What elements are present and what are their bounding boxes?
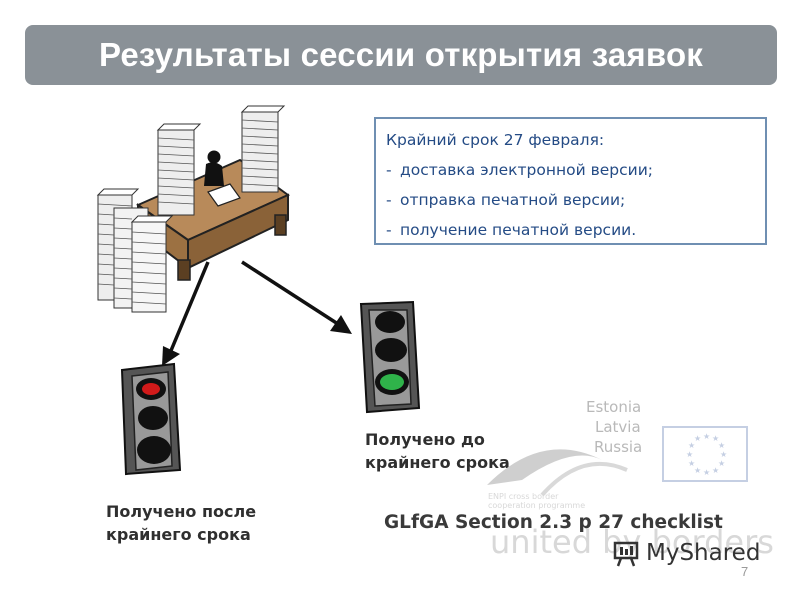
- svg-text:★: ★: [718, 459, 725, 468]
- deadline-item: -доставка электронной версии;: [386, 161, 653, 179]
- desk-with-paper-stacks-icon: [96, 105, 290, 313]
- logo-country: Latvia: [595, 418, 641, 436]
- myshared-logo-icon: [613, 541, 639, 567]
- deadline-box: Крайний срок 27 февраля: -доставка элект…: [374, 117, 767, 245]
- program-logo-swoosh-icon: [487, 449, 628, 497]
- caption-received-before-deadline: Получено до крайнего срока: [365, 430, 510, 472]
- svg-text:★: ★: [694, 466, 701, 475]
- myshared-text: MyShared: [646, 540, 761, 566]
- traffic-light-red-icon: [120, 362, 182, 476]
- logo-country: Russia: [594, 438, 643, 456]
- slide-title: Результаты сессии открытия заявок: [98, 36, 704, 73]
- deadline-item: -отправка печатной версии;: [386, 191, 626, 209]
- svg-text:★: ★: [703, 468, 710, 477]
- traffic-light-green-icon: [359, 300, 421, 414]
- page-number: 7: [741, 564, 749, 579]
- svg-text:★: ★: [688, 459, 695, 468]
- checklist-note: GLfGA Section 2.3 p 27 checklist: [384, 512, 723, 533]
- svg-text:★: ★: [720, 450, 727, 459]
- deadline-heading: Крайний срок 27 февраля:: [386, 131, 605, 149]
- arrow-to-green-light: [241, 260, 352, 334]
- svg-text:★: ★: [703, 432, 710, 441]
- svg-text:★: ★: [694, 434, 701, 443]
- logo-country: Estonia: [586, 398, 642, 416]
- svg-text:★: ★: [718, 441, 725, 450]
- eu-flag-icon: ★★★ ★★★ ★★★ ★★★: [662, 426, 748, 482]
- svg-text:★: ★: [688, 441, 695, 450]
- myshared-watermark: MyShared: [612, 538, 760, 568]
- svg-text:★: ★: [712, 434, 719, 443]
- caption-received-after-deadline: Получено после крайнего срока: [106, 502, 257, 544]
- arrow-to-red-light: [162, 261, 210, 366]
- title-bar: Результаты сессии открытия заявок: [25, 25, 777, 85]
- program-small-text: ENPI cross border cooperation programme: [488, 492, 586, 510]
- deadline-item: -получение печатной версии.: [386, 221, 637, 239]
- svg-text:★: ★: [686, 450, 693, 459]
- svg-text:★: ★: [712, 466, 719, 475]
